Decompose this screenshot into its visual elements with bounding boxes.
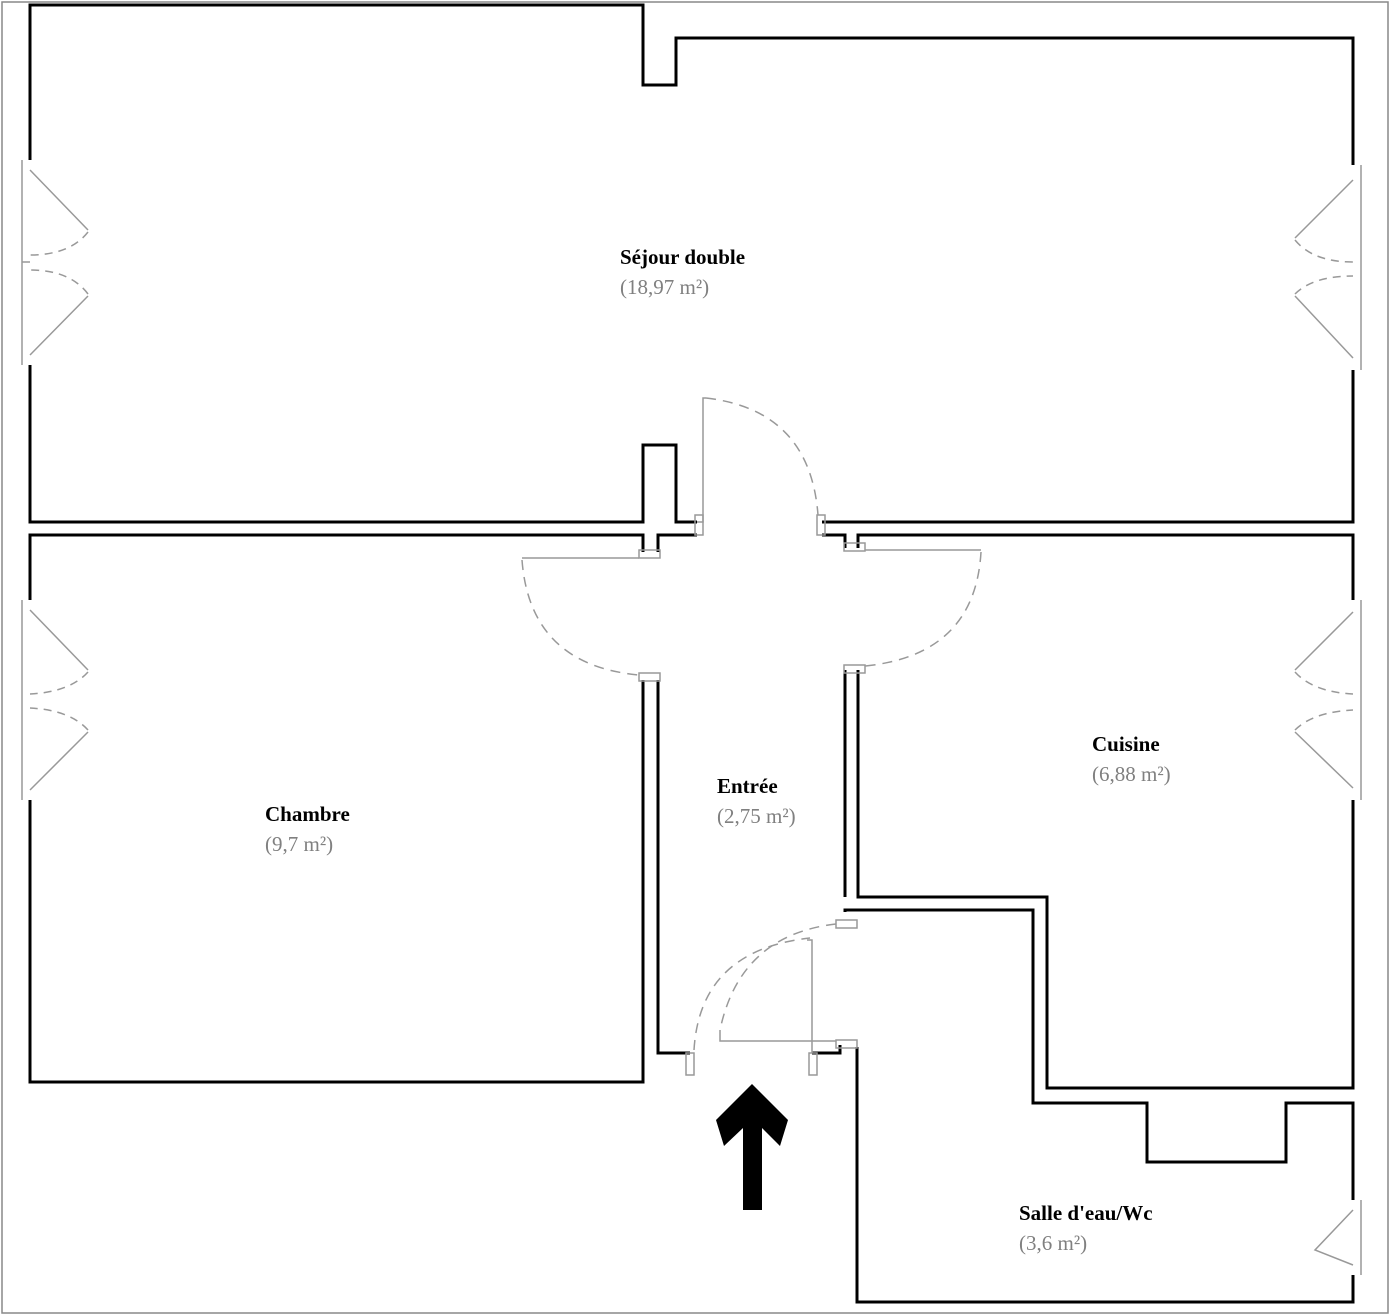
room-area: (9,7 m²) xyxy=(265,832,334,856)
room-area: (2,75 m²) xyxy=(717,804,796,828)
cuisine-wall-bottom xyxy=(856,670,1355,1090)
room-name: Cuisine xyxy=(1092,732,1160,756)
room-area: (3,6 m²) xyxy=(1019,1231,1088,1255)
room-name: Séjour double xyxy=(620,245,746,269)
salle-eau-wall-bottom xyxy=(855,1047,1355,1304)
sejour-wall-top xyxy=(28,3,1355,165)
chambre-wall-bottom xyxy=(28,680,645,1084)
salle-eau-wall-top xyxy=(843,908,1355,1200)
room-label-salle-eau: Salle d'eau/Wc (3,6 m²) xyxy=(1019,1198,1153,1258)
room-area: (6,88 m²) xyxy=(1092,762,1171,786)
entrance-arrow-icon xyxy=(716,1084,788,1210)
entree-wall-left xyxy=(656,680,690,1055)
sejour-wall-bottom-right xyxy=(822,370,1355,524)
sejour-wall-bottom-left xyxy=(28,365,697,524)
room-label-chambre: Chambre (9,7 m²) xyxy=(265,799,350,859)
room-area: (18,97 m²) xyxy=(620,275,710,299)
cuisine-wall-top xyxy=(856,533,1355,600)
doors-windows xyxy=(21,160,1362,1275)
room-label-sejour: Séjour double (18,97 m²) xyxy=(620,242,745,302)
walls xyxy=(28,3,1355,1304)
room-label-cuisine: Cuisine (6,88 m²) xyxy=(1092,729,1171,789)
room-name: Chambre xyxy=(265,802,350,826)
chambre-wall-top xyxy=(28,533,645,600)
room-label-entree: Entrée (2,75 m²) xyxy=(717,771,796,831)
room-name: Salle d'eau/Wc xyxy=(1019,1201,1153,1225)
room-name: Entrée xyxy=(717,774,778,798)
